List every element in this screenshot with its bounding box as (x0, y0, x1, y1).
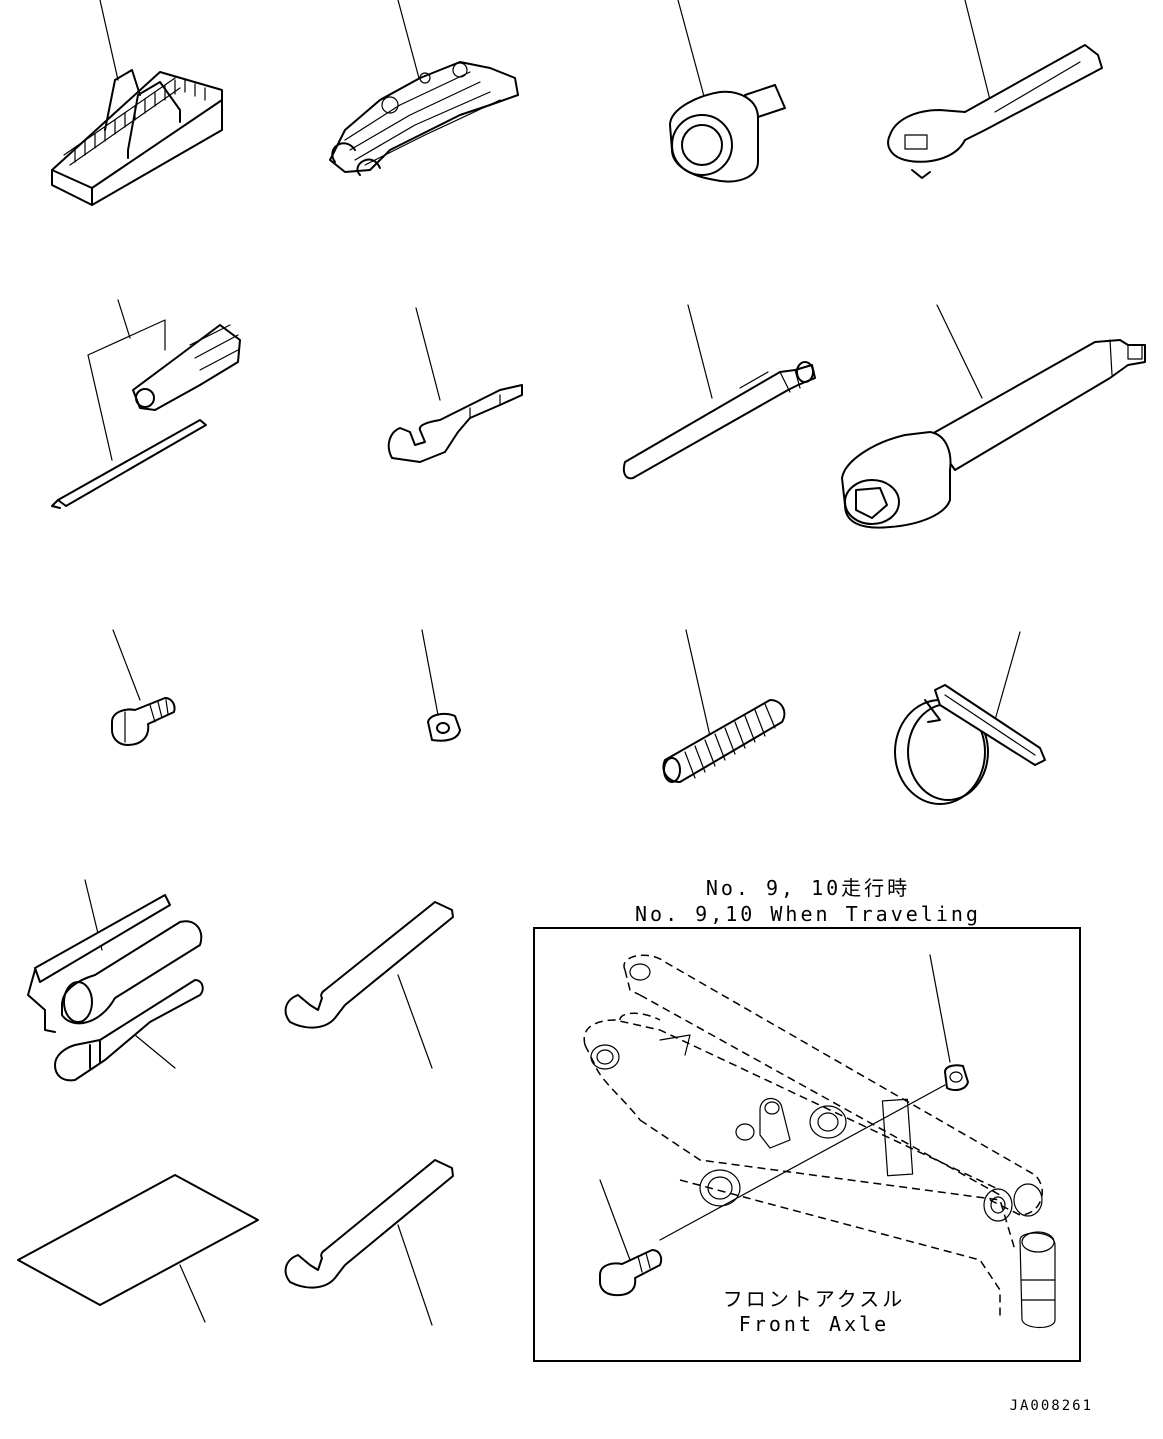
front-axle-label-jp: フロントアクスル (723, 1287, 905, 1311)
socket-icon (669, 0, 786, 183)
wrench-set-icon (329, 0, 519, 176)
manual-sheet-icon (17, 1174, 259, 1323)
filter-wrench-icon (894, 631, 1046, 805)
screwdriver-icon (51, 299, 241, 509)
grease-gun-icon (27, 879, 204, 1082)
tool-box-icon (51, 0, 223, 206)
travel-caption-en: No. 9,10 When Traveling (635, 902, 981, 926)
front-axle-panel (533, 927, 1081, 1362)
open-end-wrench-medium-icon (284, 901, 454, 1069)
nut-icon (421, 629, 461, 742)
open-end-wrench-large-icon (284, 1159, 454, 1326)
open-end-wrench-small-icon (387, 307, 523, 463)
box-wrench-long-icon (841, 304, 1146, 529)
travel-caption-jp: No. 9, 10走行時 (706, 876, 910, 900)
bolt-icon (111, 629, 176, 746)
ratchet-handle-icon (887, 0, 1103, 179)
spring-icon (662, 629, 786, 783)
drawing-code: JA008261 (1010, 1398, 1093, 1414)
extension-bar-icon (622, 304, 816, 480)
front-axle-label-en: Front Axle (739, 1312, 889, 1336)
front-axle-icon (583, 954, 1056, 1329)
